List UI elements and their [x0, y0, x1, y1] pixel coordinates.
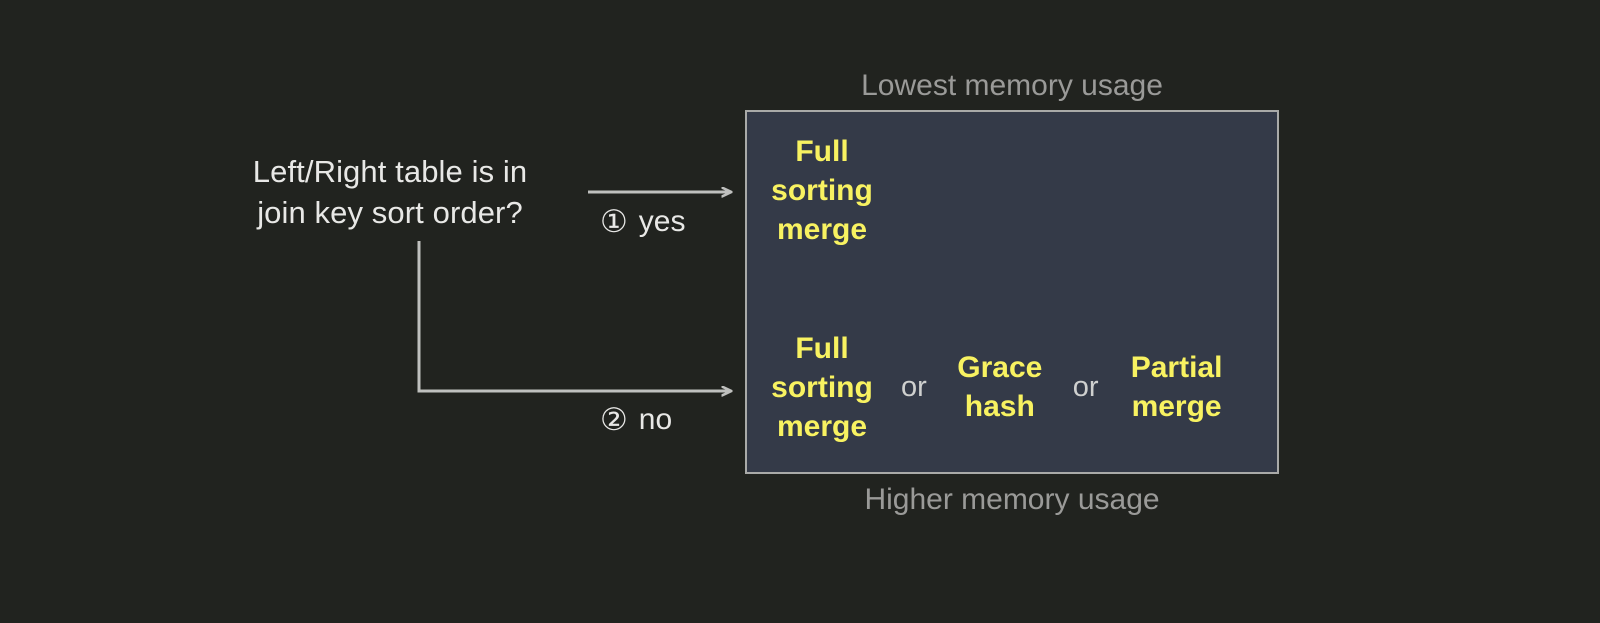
branch-label-yes: ① yes: [600, 206, 685, 237]
option-grace-hash: Grace hash: [957, 351, 1043, 423]
option-full-sorting-merge-sorted: Full sorting merge: [771, 135, 873, 246]
option-full-sorting-merge-unsorted: Full sorting merge: [771, 331, 873, 443]
connector-no: [417, 241, 731, 391]
branch-marker-1: ①: [600, 204, 628, 239]
options-row-sorted: Full sorting merge: [747, 112, 1277, 302]
option-separator-2: or: [1072, 370, 1099, 403]
options-panel: Full sorting merge Full sorting merge or…: [745, 110, 1279, 474]
option-partial-merge: Partial merge: [1130, 351, 1223, 423]
caption-lowest-memory: Lowest memory usage: [861, 69, 1163, 102]
branch-text-yes: yes: [638, 204, 686, 238]
options-row-unsorted: Full sorting merge or Grace hash or Part…: [747, 302, 1277, 472]
branch-text-no: no: [638, 402, 673, 436]
option-separator-1: or: [901, 370, 927, 403]
caption-higher-memory: Higher memory usage: [864, 483, 1160, 516]
decision-question: Left/Right table is in join key sort ord…: [252, 154, 528, 230]
branch-label-no: ② no: [600, 404, 672, 435]
branch-marker-2: ②: [600, 402, 628, 437]
